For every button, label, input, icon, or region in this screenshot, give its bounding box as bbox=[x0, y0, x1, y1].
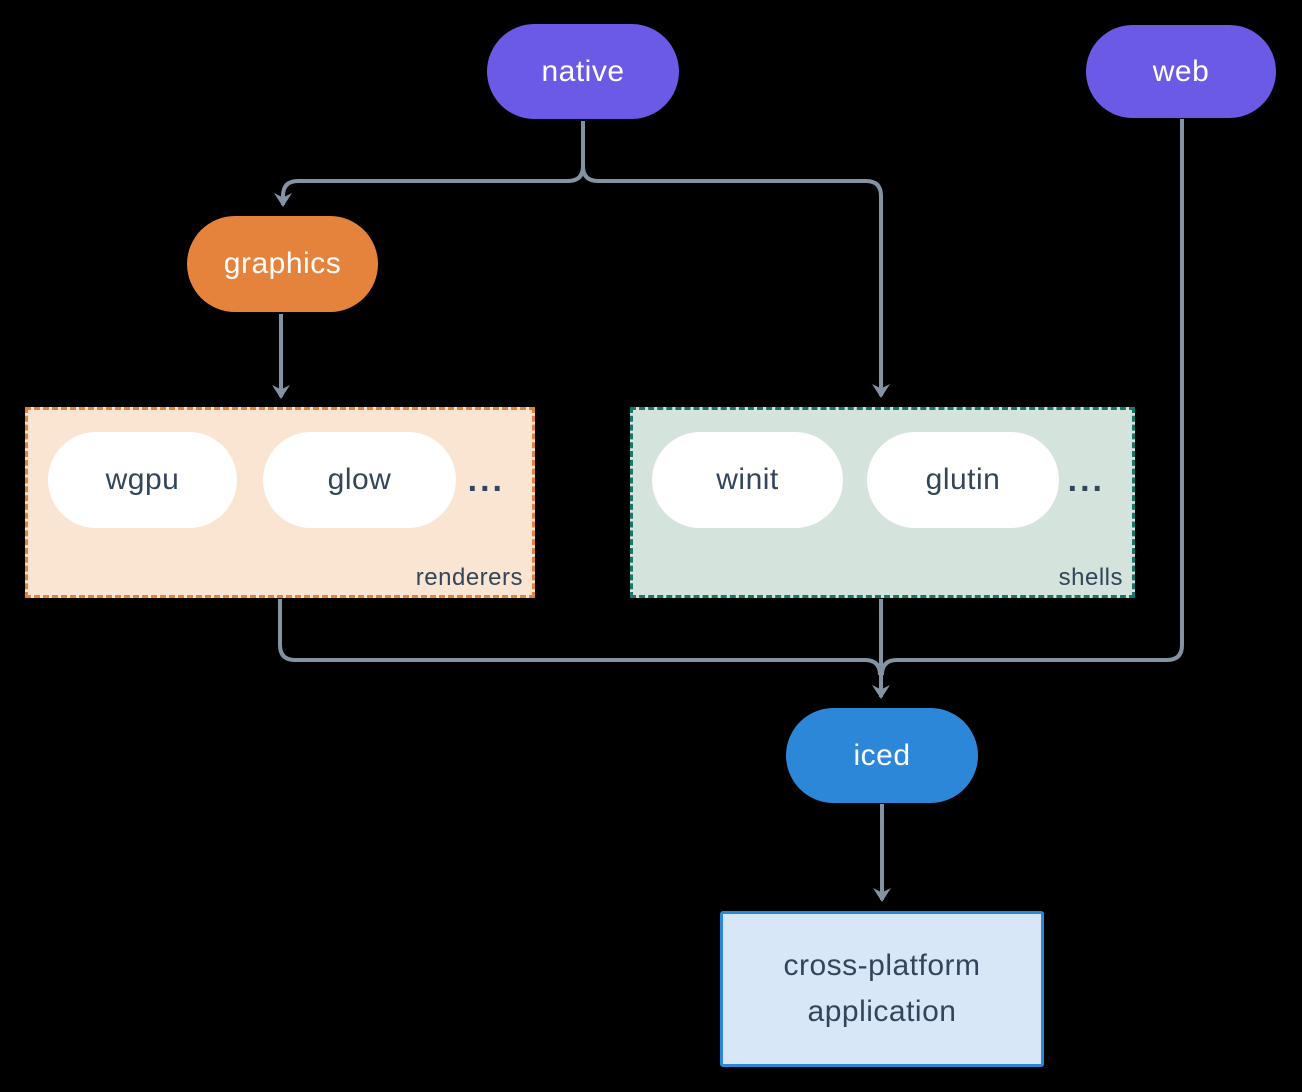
graphics-node: graphics bbox=[187, 216, 378, 312]
wgpu-node: wgpu bbox=[48, 432, 237, 528]
application-label-line1: cross-platform bbox=[783, 949, 981, 982]
edge-renderers-to-junction bbox=[278, 599, 882, 676]
renderers-group-label: renderers bbox=[415, 564, 523, 591]
native-node: native bbox=[487, 24, 679, 119]
glutin-label: glutin bbox=[925, 463, 1001, 496]
edge-native-to-graphics bbox=[274, 121, 585, 207]
shells-ellipsis: ... bbox=[1067, 460, 1105, 499]
edge-native-to-shells bbox=[581, 121, 890, 398]
glow-label: glow bbox=[327, 463, 392, 496]
web-node: web bbox=[1086, 25, 1276, 118]
shells-group: winit glutin ... shells bbox=[630, 407, 1135, 598]
cross-platform-application-node: cross-platform application bbox=[720, 911, 1044, 1067]
winit-node: winit bbox=[652, 432, 843, 528]
glutin-node: glutin bbox=[867, 432, 1059, 528]
renderers-ellipsis: ... bbox=[467, 460, 505, 499]
graphics-label: graphics bbox=[223, 247, 342, 280]
winit-label: winit bbox=[716, 463, 779, 496]
native-label: native bbox=[541, 54, 625, 88]
shells-group-label: shells bbox=[1058, 564, 1123, 591]
glow-node: glow bbox=[263, 432, 456, 528]
edge-web-to-junction bbox=[880, 119, 1184, 676]
renderers-group: wgpu glow ... renderers bbox=[25, 407, 535, 598]
wgpu-label: wgpu bbox=[105, 463, 180, 496]
iced-label: iced bbox=[853, 738, 911, 772]
web-label: web bbox=[1152, 54, 1210, 88]
application-label-line2: application bbox=[807, 995, 957, 1028]
iced-node: iced bbox=[786, 708, 978, 803]
